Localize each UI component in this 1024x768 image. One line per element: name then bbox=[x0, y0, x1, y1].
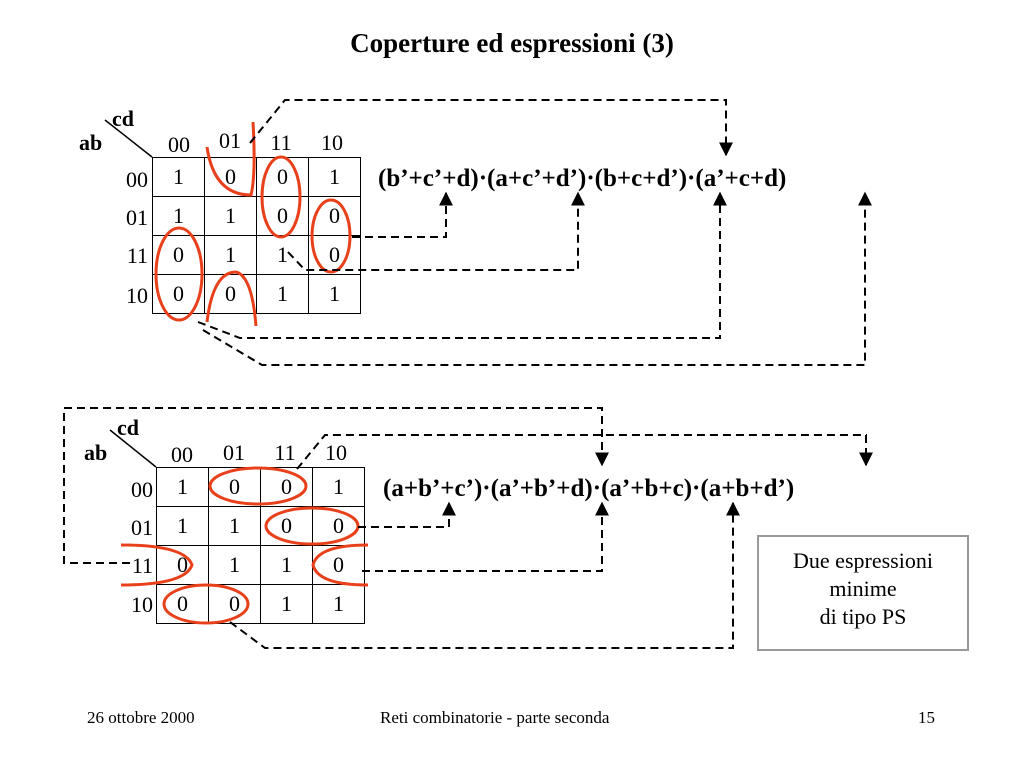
top-map-ab-label: ab bbox=[79, 130, 103, 155]
connector-line bbox=[296, 434, 873, 470]
bottom-map-cd-label: cd bbox=[117, 415, 139, 440]
bottom-wrap-circle-left bbox=[120, 543, 194, 587]
map-cell: 1 bbox=[156, 467, 209, 507]
top-map-col-header: 00 bbox=[168, 132, 190, 157]
map-cell: 1 bbox=[256, 235, 309, 275]
note-line: di tipo PS bbox=[819, 604, 907, 629]
map-cell: 0 bbox=[312, 545, 365, 585]
top-circle-col10 bbox=[310, 198, 352, 274]
top-map-row-header: 01 bbox=[126, 205, 148, 230]
map-cell: 1 bbox=[208, 545, 261, 585]
map-cell: 1 bbox=[312, 584, 365, 624]
bottom-expression: (a+b’+c’)·(a’+b’+d)·(a’+b+c)·(a+b+d’) bbox=[383, 475, 795, 502]
top-map-col-header: 10 bbox=[321, 130, 343, 155]
bottom-map-row-header: 01 bbox=[131, 515, 153, 540]
bottom-map-col-header: 10 bbox=[325, 440, 347, 465]
footer-course: Reti combinatorie - parte seconda bbox=[380, 708, 610, 727]
bottom-map-col-header: 11 bbox=[274, 440, 296, 465]
top-map-col-header: 01 bbox=[219, 128, 241, 153]
connector-line bbox=[229, 501, 740, 649]
map-cell: 0 bbox=[308, 235, 361, 275]
bottom-map-row-header: 11 bbox=[131, 553, 153, 578]
connector-line bbox=[358, 501, 456, 528]
bottom-map-ab-label: ab bbox=[84, 440, 108, 465]
top-wrap-circle-upper bbox=[205, 121, 256, 197]
bottom-map-col-header: 00 bbox=[171, 442, 193, 467]
note-box: Due espressioni minime di tipo PS bbox=[757, 535, 969, 651]
footer-page-number: 15 bbox=[918, 708, 935, 727]
bottom-wrap-circle-right bbox=[311, 543, 369, 587]
map-cell: 1 bbox=[260, 584, 313, 624]
bottom-map-corner-diagonal bbox=[109, 429, 157, 468]
top-wrap-circle-lower bbox=[205, 270, 258, 327]
connector-line bbox=[197, 191, 727, 339]
bottom-map-col-header: 01 bbox=[223, 440, 245, 465]
map-cell: 1 bbox=[204, 235, 257, 275]
top-circle-col11 bbox=[260, 155, 302, 239]
top-map-row-header: 10 bbox=[126, 283, 148, 308]
map-cell: 1 bbox=[156, 506, 209, 546]
top-expression: (b’+c’+d)·(a+c’+d’)·(b+c+d’)·(a’+c+d) bbox=[378, 165, 787, 192]
map-cell: 0 bbox=[156, 584, 209, 624]
table-row: 1 0 0 1 bbox=[152, 157, 361, 197]
top-map-cd-label: cd bbox=[112, 106, 134, 131]
footer-date: 26 ottobre 2000 bbox=[87, 708, 195, 727]
connector-line bbox=[63, 407, 609, 564]
connector-line bbox=[362, 501, 609, 572]
connector-line bbox=[249, 99, 733, 157]
top-circle-col00 bbox=[154, 226, 204, 322]
bottom-map-row-header: 00 bbox=[131, 477, 153, 502]
map-cell: 1 bbox=[256, 274, 309, 314]
map-cell: 1 bbox=[308, 274, 361, 314]
bottom-circle-row10 bbox=[162, 583, 250, 625]
bottom-circle-row01 bbox=[264, 506, 360, 546]
top-map-row-header: 11 bbox=[126, 243, 148, 268]
bottom-circle-row00 bbox=[208, 466, 308, 506]
map-cell: 1 bbox=[308, 157, 361, 197]
map-cell: 1 bbox=[204, 196, 257, 236]
note-line: minime bbox=[829, 576, 897, 601]
bottom-map-row-header: 10 bbox=[131, 592, 153, 617]
top-map-col-header: 11 bbox=[270, 130, 292, 155]
top-map-corner-diagonal bbox=[104, 119, 153, 158]
note-line: Due espressioni bbox=[793, 548, 933, 573]
map-cell: 1 bbox=[312, 467, 365, 507]
connector-line bbox=[287, 191, 585, 271]
top-karnaugh-map: 1 0 0 1 1 1 0 0 0 1 1 0 0 0 1 1 bbox=[152, 157, 361, 314]
top-map-row-header: 00 bbox=[126, 167, 148, 192]
connector-line bbox=[352, 191, 453, 238]
map-cell: 0 bbox=[308, 196, 361, 236]
connector-line bbox=[202, 191, 872, 366]
table-row: 1 1 0 0 bbox=[156, 506, 365, 546]
slide-title: Coperture ed espressioni (3) bbox=[350, 28, 674, 58]
map-cell: 0 bbox=[156, 545, 209, 585]
table-row: 0 0 1 1 bbox=[152, 274, 361, 314]
